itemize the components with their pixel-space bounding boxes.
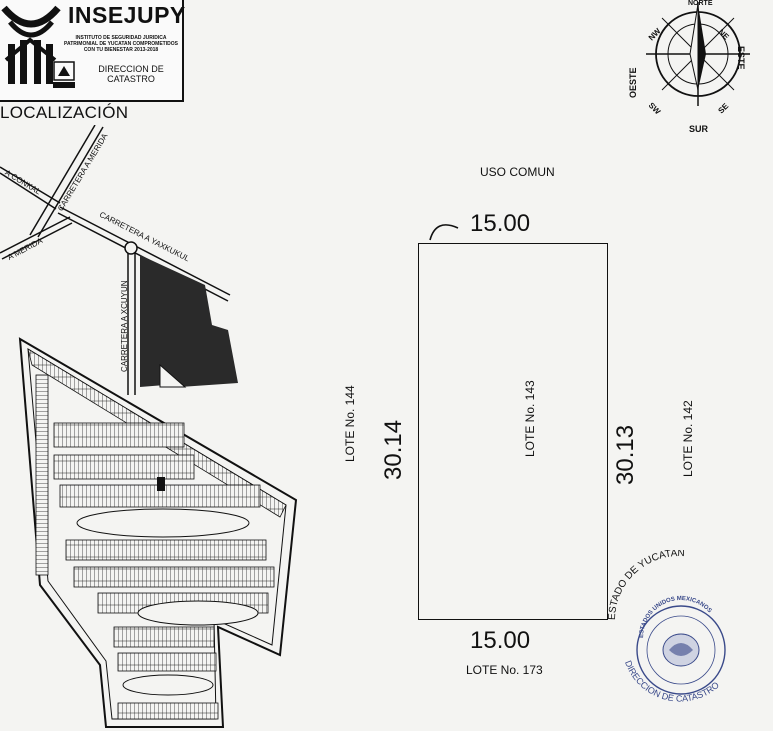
location-title: LOCALIZACIÓN (0, 103, 129, 122)
highlighted-lot-marker (157, 477, 165, 491)
catastro-seal-stamp: ESTADO DE YUCATAN ESTADOS UNIDOS MEXICAN… (607, 550, 726, 704)
west-neighbor-label: LOTE No. 144 (343, 385, 357, 462)
yucatan-shield-icon (53, 61, 75, 88)
south-dimension: 15.00 (470, 627, 531, 654)
south-neighbor-label: LOTE No. 173 (466, 663, 543, 677)
org-full-name: INSTITUTO DE SEGURIDAD JURIDICA PATRIMON… (64, 35, 178, 53)
lot-boundary (418, 243, 608, 620)
north-arrow-arc-icon (429, 224, 459, 241)
institution-logo-box: INSEJUPY INSTITUTO DE SEGURIDAD JURIDICA… (0, 0, 186, 102)
compass-rose (646, 2, 750, 106)
location-road-map (0, 125, 238, 395)
west-dimension: 30.14 (380, 419, 407, 480)
east-dimension: 30.13 (612, 424, 639, 485)
subdivision-site-plan (18, 337, 298, 728)
compass-north: NORTE (688, 0, 713, 7)
seal-top-text: ESTADO DE YUCATAN (607, 550, 685, 620)
north-dimension: 15.00 (470, 210, 531, 237)
insejupy-logo-icon (1, 5, 61, 84)
department-name: DIRECCION DE CATASTRO (98, 64, 164, 84)
seal-bottom-text: DIRECCION DE CATASTRO (623, 659, 721, 704)
compass-west-label: OESTE (628, 67, 638, 98)
lot-number-label: LOTE No. 143 (523, 380, 537, 457)
seal-middle-text: ESTADOS UNIDOS MEXICANOS (639, 596, 712, 638)
east-neighbor-label: LOTE No. 142 (681, 400, 695, 477)
compass-south: SUR (689, 124, 709, 134)
org-name: INSEJUPY (68, 2, 186, 28)
north-neighbor-label: USO COMUN (480, 165, 555, 179)
compass-east: ESTE (736, 46, 746, 70)
